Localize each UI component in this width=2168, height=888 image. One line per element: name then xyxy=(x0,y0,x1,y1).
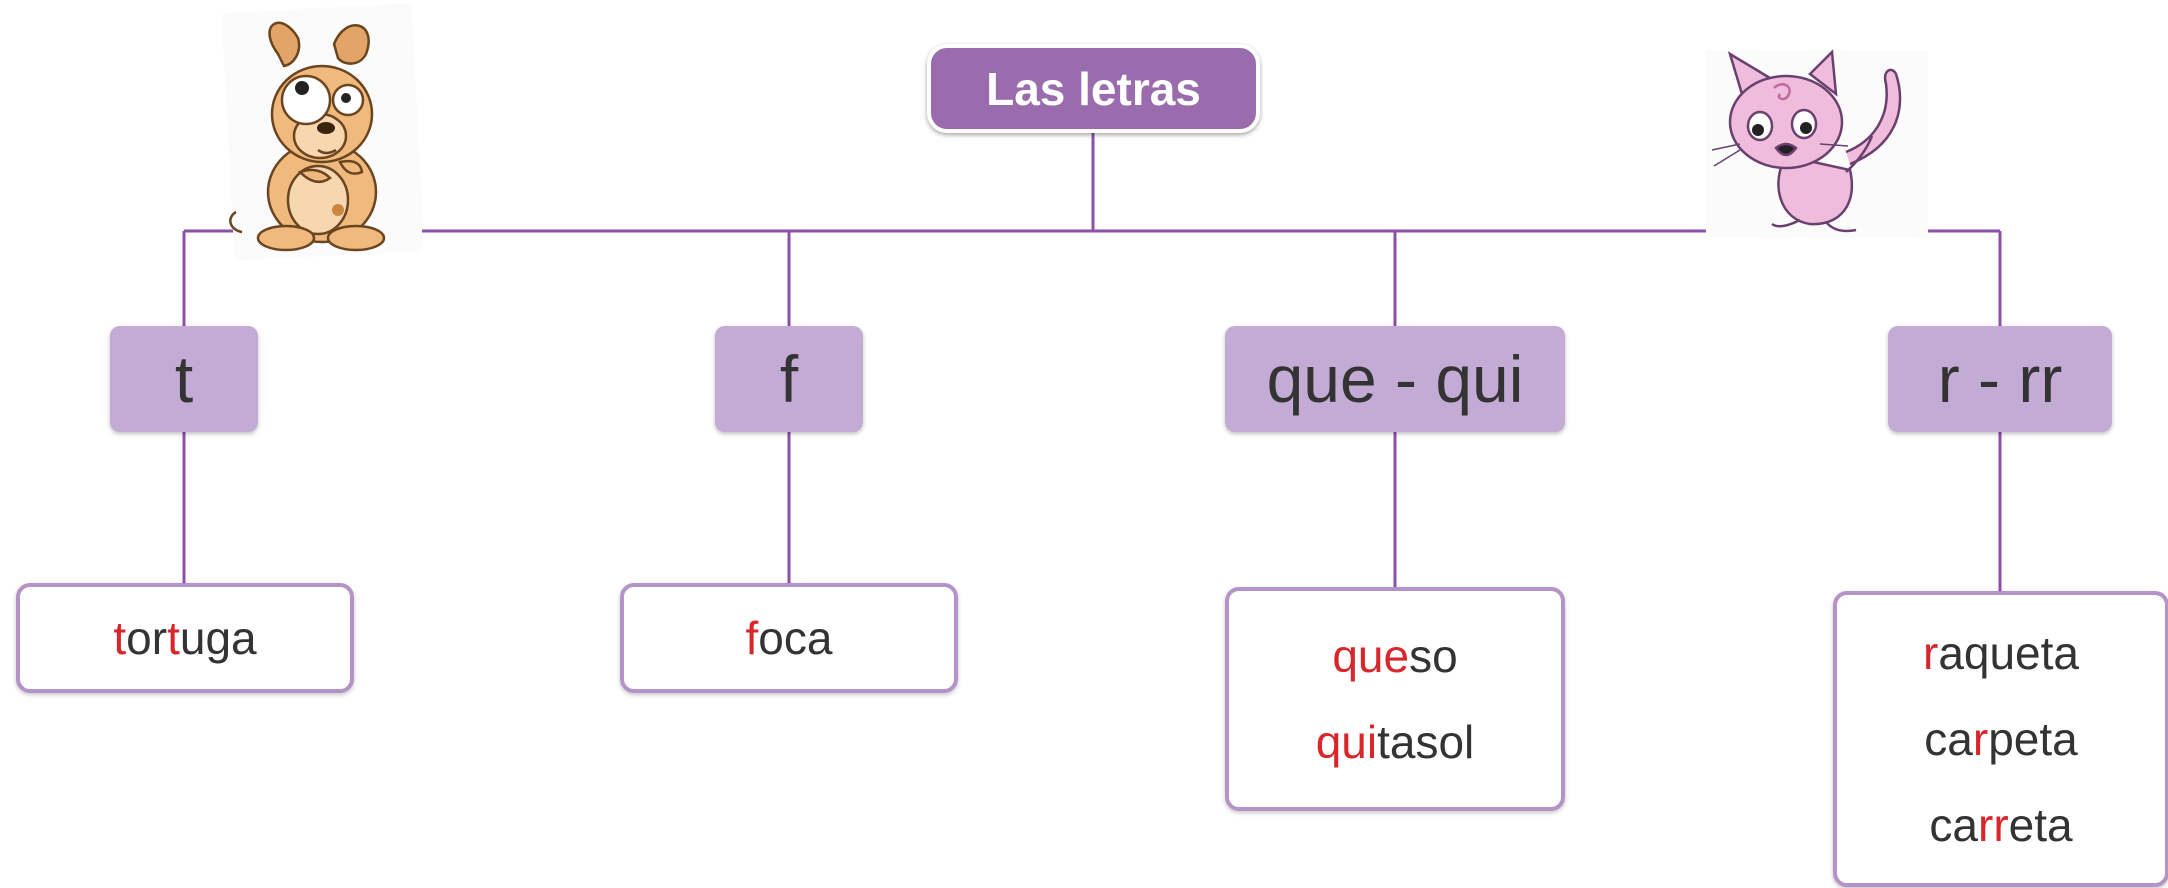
example-word: tortuga xyxy=(113,595,256,681)
word-segment: so xyxy=(1409,630,1458,682)
diagram-title: Las letras xyxy=(927,44,1260,133)
example-word: carreta xyxy=(1929,782,2072,868)
word-segment: ca xyxy=(1924,713,1973,765)
word-segment: ca xyxy=(1929,799,1978,851)
category-r-rr: r - rr xyxy=(1888,326,2112,432)
cat-illustration xyxy=(1706,49,1928,238)
highlighted-letters: f xyxy=(745,612,759,664)
highlighted-letters: r xyxy=(1922,627,1939,679)
word-segment: oca xyxy=(758,612,833,664)
word-segment: aqueta xyxy=(1938,627,2080,679)
example-word: quitasol xyxy=(1316,699,1475,785)
word-segment: tasol xyxy=(1377,716,1475,768)
example-word: queso xyxy=(1332,613,1457,699)
highlighted-letters: t xyxy=(113,612,127,664)
word-segment: peta xyxy=(1988,713,2078,765)
highlighted-letters: r xyxy=(1972,713,1989,765)
word-segment: uga xyxy=(179,612,257,664)
word-segment: eta xyxy=(2008,799,2073,851)
category-que-qui: que - qui xyxy=(1225,326,1565,432)
dog-illustration xyxy=(222,4,422,260)
example-word: carpeta xyxy=(1924,696,2077,782)
highlighted-letters: rr xyxy=(1978,799,2009,851)
highlighted-letters: t xyxy=(167,612,180,664)
highlighted-letters: que xyxy=(1332,630,1410,682)
word-box-t: tortuga xyxy=(16,583,354,693)
highlighted-letters: qui xyxy=(1315,716,1378,768)
example-word: raqueta xyxy=(1923,610,2079,696)
example-word: foca xyxy=(746,595,833,681)
category-f: f xyxy=(715,326,863,432)
category-t: t xyxy=(110,326,258,432)
word-box-f: foca xyxy=(620,583,958,693)
word-segment: or xyxy=(126,612,168,664)
